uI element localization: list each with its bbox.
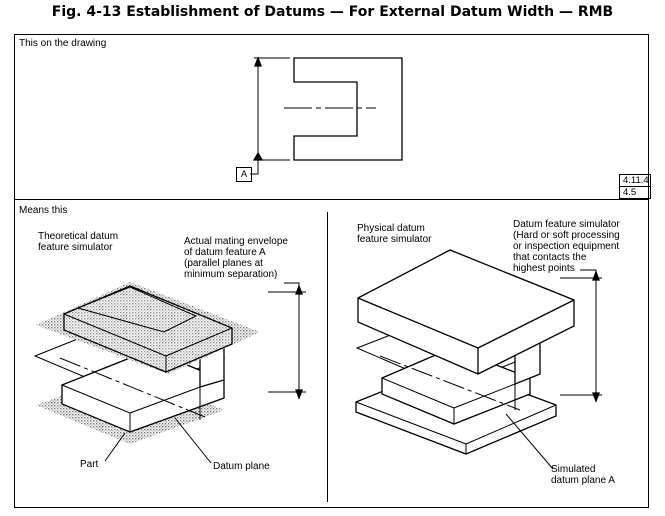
datum-triangle	[252, 151, 264, 161]
arrow-top	[254, 56, 262, 67]
reference-1: 4.11.4	[623, 175, 649, 186]
simulator-leader	[580, 269, 597, 278]
mating-envelope-label: Actual mating envelope of datum feature …	[184, 236, 288, 280]
datum-plane-leader	[174, 417, 212, 464]
panel-divider-horizontal	[14, 199, 649, 200]
figure-frame	[14, 34, 649, 508]
right-center-line	[379, 355, 521, 411]
datum-plane-label: Datum plane	[213, 461, 270, 472]
reference-2: 4.5	[620, 186, 650, 198]
envelope-leader	[284, 282, 300, 292]
reference-box: 4.11.4 4.5	[619, 174, 651, 199]
figure-title: Fig. 4-13 Establishment of Datums — For …	[51, 4, 614, 20]
theoretical-simulator-label: Theoretical datum feature simulator	[38, 231, 119, 253]
simulated-datum-plane-label: Simulated datum plane A	[551, 464, 615, 486]
datum-feature-simulator-label: Datum feature simulator (Hard or soft pr…	[513, 219, 620, 274]
left-center-line	[59, 357, 206, 418]
drawing-panel-label: This on the drawing	[19, 38, 107, 49]
part-outline	[293, 57, 403, 161]
datum-leader	[250, 160, 259, 175]
panel-divider-vertical	[327, 212, 328, 502]
part-upper-arm	[63, 285, 233, 373]
part-leader	[104, 432, 126, 462]
interpretation-panel-label: Means this	[19, 205, 68, 216]
physical-simulator-label: Physical datum feature simulator	[357, 223, 432, 245]
part-label: Part	[80, 459, 99, 470]
simulated-plane-leader	[505, 413, 554, 470]
upper-plate	[357, 249, 575, 375]
